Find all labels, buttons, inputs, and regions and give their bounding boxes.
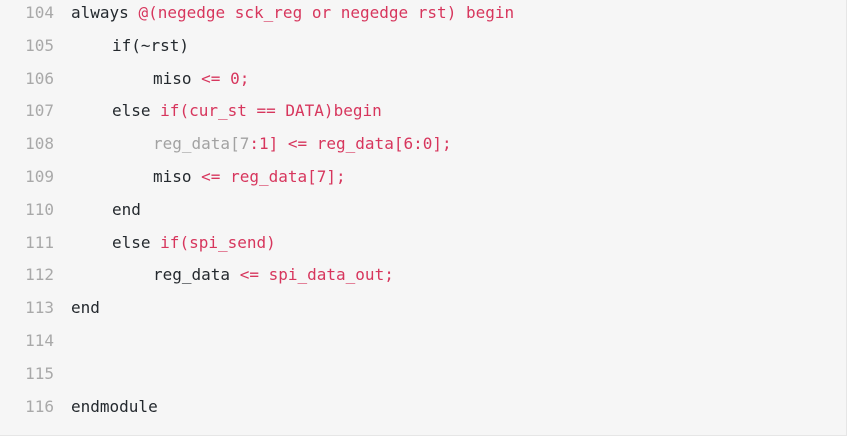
code-token: <= reg_data[7]; [201,167,346,186]
code-line: 113 end [0,296,840,320]
code-line: 108 reg_data[7:1] <= reg_data[6:0]; [0,132,840,156]
code-text: else if(spi_send) [112,231,276,255]
line-number: 105 [25,35,54,55]
code-token: :1] <= reg_data[6:0]; [249,134,452,154]
code-token: @(negedge sck_reg or negedge rst) begin [138,3,515,22]
code-line: 116 endmodule [0,395,840,419]
code-token: if(cur_st == DATA)begin [160,101,382,121]
code-text: end [71,296,100,320]
code-token: endmodule [71,396,158,416]
code-line: 107 else if(cur_st == DATA)begin [0,99,840,123]
code-line: 106 miso <= 0; [0,67,840,91]
code-line: 111 else if(spi_send) [0,231,840,255]
code-text: miso <= 0; [153,67,249,91]
line-number: 111 [25,232,54,252]
code-line: 114 [0,329,840,353]
code-token: reg_data [153,265,240,285]
line-number: 110 [25,199,54,219]
code-text: reg_data <= spi_data_out; [153,263,394,287]
line-number: 112 [25,265,54,285]
code-line: 104 always @(negedge sck_reg or negedge r… [0,1,840,25]
code-token: <= spi_data_out; [239,265,394,285]
line-number: 109 [25,167,54,186]
code-line: 115 [0,362,840,386]
line-number: 106 [25,68,54,88]
code-text: miso <= reg_data[7]; [153,165,346,189]
line-number: 113 [25,298,54,318]
code-token: if(~rst) [112,35,190,55]
code-token: always [71,3,139,22]
line-number: 107 [25,101,54,121]
code-token: reg_data[7 [153,134,250,154]
code-line: 105 if(~rst) [0,34,840,58]
code-line: 110 end [0,198,840,222]
code-text: always @(negedge sck_reg or negedge rst)… [71,1,514,25]
code-token: if(spi_send) [160,232,276,252]
line-number: 114 [25,331,54,350]
line-number: 116 [25,396,54,416]
line-number: 115 [25,363,54,383]
line-number: 108 [25,134,54,154]
code-text: endmodule [71,395,158,419]
code-text: else if(cur_st == DATA)begin [112,99,382,123]
line-number: 104 [25,3,54,22]
code-text: reg_data[7:1] <= reg_data[6:0]; [153,132,452,156]
code-token: else [112,101,161,121]
code-token: <= 0; [201,68,250,88]
code-line: 109 miso <= reg_data[7]; [0,165,840,189]
code-text: end [112,198,141,222]
code-line: 112 reg_data <= spi_data_out; [0,263,840,287]
code-text: if(~rst) [112,34,189,58]
code-token: miso [153,68,202,88]
code-token: end [71,298,100,318]
code-token: else [112,232,161,252]
code-token: miso [153,167,202,186]
code-token: end [112,199,141,219]
